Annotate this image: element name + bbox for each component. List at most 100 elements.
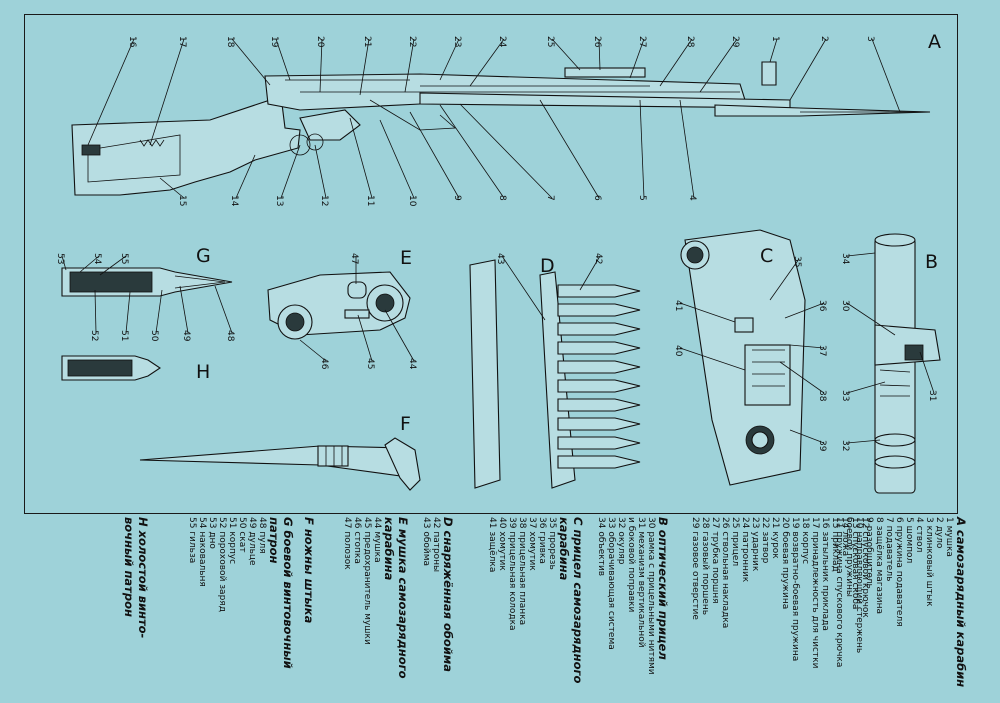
callout-leader xyxy=(679,302,736,323)
callout-25: 25 xyxy=(545,36,555,47)
callout-16: 16 xyxy=(127,36,137,48)
legend-item: 53 дно xyxy=(207,517,217,549)
cartridge xyxy=(557,303,641,317)
legend-g-title2: патрон xyxy=(267,517,281,564)
callout-leader xyxy=(231,38,271,86)
callout-43: 43 xyxy=(495,253,505,264)
legend-item: 33 оборачивающая система xyxy=(606,517,616,650)
legend-item: 28 газовый поршень xyxy=(700,517,710,616)
section-letter-h: H xyxy=(196,361,210,383)
callout-leader xyxy=(679,99,695,199)
callout-30: 30 xyxy=(840,300,850,312)
legend-item: 39 прицельная колодка xyxy=(507,517,517,631)
callout-38: 38 xyxy=(817,390,827,402)
legend-item: 29 газовое отверстие xyxy=(690,517,700,620)
callout-35: 35 xyxy=(792,256,802,267)
callout-15: 15 xyxy=(177,195,187,206)
callout-leader xyxy=(99,255,127,276)
callout-leader xyxy=(659,38,693,87)
callout-20: 20 xyxy=(315,36,325,48)
legend-item: 30 рамка с прицельными нитями xyxy=(646,517,656,675)
callout-leader xyxy=(439,104,505,199)
scope-drawing xyxy=(874,233,941,494)
callout-leader xyxy=(579,255,601,291)
legend-item: 37 хомутик xyxy=(527,517,537,571)
legend-item: 26 ствольная накладка xyxy=(720,517,730,629)
section-letter-f: F xyxy=(400,413,411,435)
callout-leader xyxy=(639,99,645,199)
legend-item: 17 принадлежность для чистки xyxy=(810,517,820,669)
cartridge xyxy=(557,360,641,374)
legend-item: 22 затвор xyxy=(760,517,770,564)
legend-item: 20 боевая пружина xyxy=(780,517,790,610)
callout-7: 7 xyxy=(545,195,555,201)
callout-leader xyxy=(769,258,800,301)
callout-leader xyxy=(679,347,746,371)
callout-leader xyxy=(789,344,825,349)
callout-52: 52 xyxy=(89,330,99,341)
legend-item: 24 патронник xyxy=(740,517,750,583)
legend-item: 18 корпус xyxy=(800,517,810,565)
callout-leader xyxy=(214,285,233,334)
rear-sight-drawing xyxy=(680,229,806,486)
legend-item: 4 ствол xyxy=(914,517,924,553)
legend-item: 48 пуля xyxy=(257,517,267,554)
callout-leader xyxy=(789,429,825,444)
legend-item: 44 мушка xyxy=(372,517,382,563)
legend-f: F ножны штыка xyxy=(302,517,316,697)
legend-item: 35 прорезь xyxy=(547,517,557,570)
callout-leader xyxy=(280,144,301,199)
cartridge xyxy=(557,322,641,336)
callout-leader xyxy=(384,309,415,362)
legend-item: 1 мушка xyxy=(944,517,954,557)
callout-leader xyxy=(409,111,460,199)
callout-27: 27 xyxy=(637,36,647,47)
legend-item: 19 возвратно-боевая пружина xyxy=(790,517,800,662)
legend-e-title2: карабина xyxy=(382,517,396,581)
rifle-cartridge-drawing xyxy=(61,267,233,297)
legend-item: 52 пороховой заряд xyxy=(217,517,227,612)
legend-item: 12 спусковой крючок xyxy=(860,517,870,618)
cartridge xyxy=(557,417,641,431)
legend-item: 55 гильза xyxy=(187,517,197,564)
callout-42: 42 xyxy=(593,253,603,264)
legend-item: 47 полозок xyxy=(342,517,352,570)
blank-cartridge-drawing xyxy=(61,355,161,381)
callout-41: 41 xyxy=(673,300,683,311)
callout-39: 39 xyxy=(817,440,827,452)
callout-leader xyxy=(94,289,97,334)
legend-c-title: С прицел самозарядного xyxy=(571,517,585,684)
callout-8: 8 xyxy=(497,195,507,201)
legend-item: 3 клинковый штык xyxy=(924,517,934,607)
legend-item: 14 ложа xyxy=(840,517,850,557)
callout-leader xyxy=(235,154,256,199)
callout-leader xyxy=(439,38,460,81)
callout-13: 13 xyxy=(274,195,284,206)
section-letter-c: C xyxy=(760,245,773,267)
legend-h-title: Н холостой винто- xyxy=(136,517,150,639)
legend-h: Н холостой винто- вочный патрон xyxy=(122,517,150,697)
callout-leader xyxy=(125,291,131,334)
diagram-frame xyxy=(24,14,958,514)
legend-item: 41 защёлка xyxy=(487,517,497,573)
callout-19: 19 xyxy=(269,36,279,48)
carbine-drawing xyxy=(71,61,931,196)
clip-cartridges xyxy=(557,284,641,469)
callout-leader xyxy=(598,38,601,71)
legend-item: 51 корпус xyxy=(227,517,237,565)
legend-g-title: G боевой винтовочный xyxy=(281,517,295,669)
section-letter-e: E xyxy=(400,247,412,269)
callout-23: 23 xyxy=(452,36,462,47)
callout-3: 3 xyxy=(865,36,875,42)
callout-46: 46 xyxy=(319,358,329,370)
callout-11: 11 xyxy=(365,195,375,206)
callout-leader xyxy=(79,255,100,273)
legend-item: 36 гривка xyxy=(537,517,547,564)
legend-item: 23 ударник xyxy=(750,517,760,572)
callout-leader xyxy=(319,38,323,93)
callout-leader xyxy=(179,285,189,334)
